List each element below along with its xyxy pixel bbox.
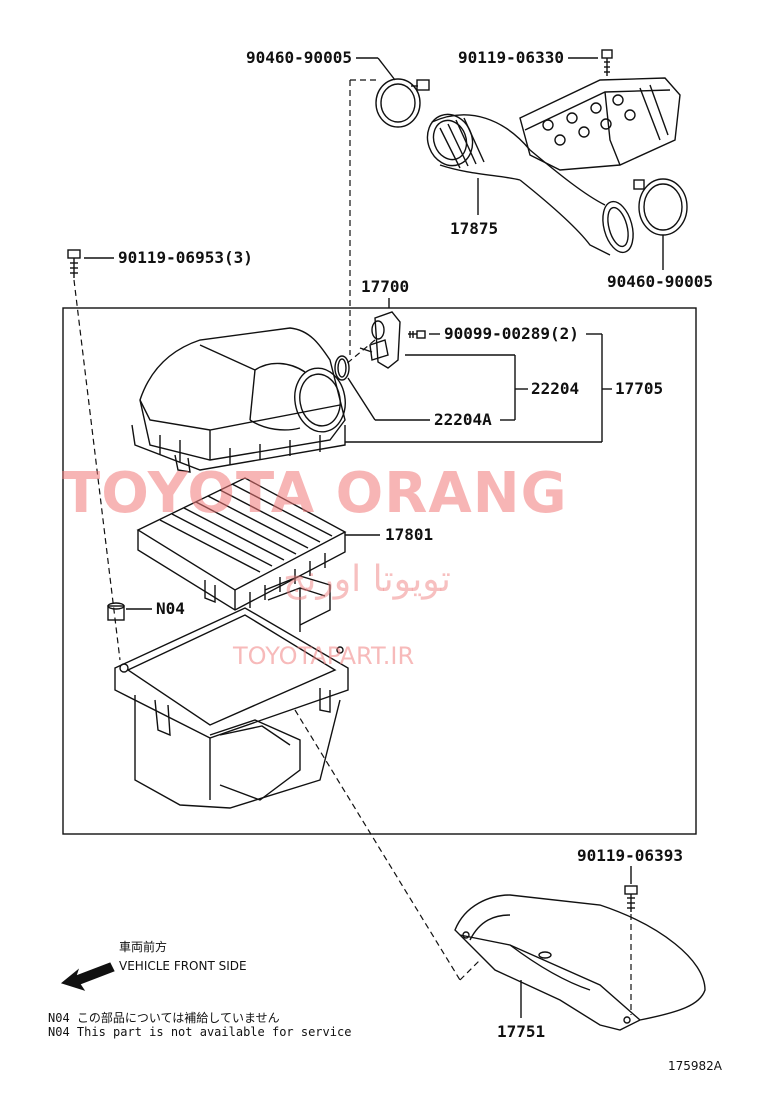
label-assembly: 17700 xyxy=(361,277,410,296)
bolt-bottom-drawing xyxy=(624,885,638,912)
direction-japanese: 車両前方 xyxy=(119,940,168,954)
duct-drawing xyxy=(454,894,706,1031)
note-japanese: N04 この部品については補給していません xyxy=(48,1011,280,1025)
label-bolt-top: 90119-06330 xyxy=(458,48,564,67)
label-meter-assy: 17705 xyxy=(615,379,664,398)
label-bolt-bottom: 90119-06393 xyxy=(577,846,683,865)
assembly-frame xyxy=(62,307,697,835)
label-bolt-left: 90119-06953(3) xyxy=(118,248,253,267)
label-cushion: N04 xyxy=(156,599,185,618)
hose-drawing xyxy=(426,77,681,256)
diagram-id: 175982A xyxy=(668,1059,723,1073)
label-clamp-right: 90460-90005 xyxy=(607,272,713,291)
label-duct: 17751 xyxy=(497,1022,546,1041)
sensor-drawing xyxy=(359,311,401,369)
label-screw: 90099-00289(2) xyxy=(444,324,579,343)
label-oring: 22204A xyxy=(434,410,492,429)
label-clamp-top: 90460-90005 xyxy=(246,48,352,67)
label-hose: 17875 xyxy=(450,219,499,238)
screw-drawing xyxy=(408,330,426,339)
front-arrow-icon xyxy=(60,962,115,991)
lower-case-drawing xyxy=(114,575,349,809)
direction-english: VEHICLE FRONT SIDE xyxy=(119,959,247,973)
watermark-site: TOYOTAPART.IR xyxy=(233,642,415,670)
note-english: N04 This part is not available for servi… xyxy=(48,1025,352,1039)
clamp-right-drawing xyxy=(633,178,688,236)
bolt-left-drawing xyxy=(67,249,81,278)
clamp-top-drawing xyxy=(375,78,430,128)
upper-case-drawing xyxy=(131,327,346,473)
label-filter: 17801 xyxy=(385,525,434,544)
watermark-arabic: تویوتا اورنج xyxy=(283,559,451,600)
dashed-guides xyxy=(73,79,632,1015)
filter-drawing xyxy=(136,477,347,611)
watermark-brand: TOYOTA ORANG xyxy=(62,461,568,526)
label-sensor: 22204 xyxy=(531,379,580,398)
cushion-drawing xyxy=(107,602,125,621)
oring-drawing xyxy=(334,355,350,381)
bolt-top-drawing xyxy=(601,49,613,76)
